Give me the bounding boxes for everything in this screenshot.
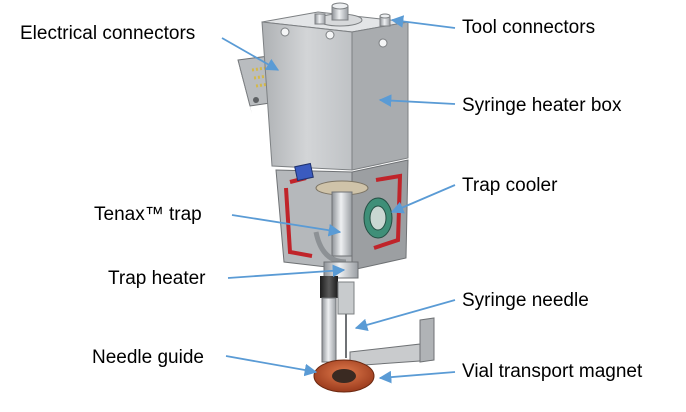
label-trap-cooler: Trap cooler [462,175,558,196]
label-syringe-heater-box: Syringe heater box [462,95,622,116]
lower-assembly [313,276,435,393]
leader-electrical-connectors [221,37,280,71]
leader-tenax-trap [231,214,342,237]
leader-trap-heater [227,264,346,279]
leader-tool-connectors [390,15,456,29]
tool-connectors [314,2,391,27]
label-electrical-connectors: Electrical connectors [20,23,196,44]
leader-syringe-needle [354,299,456,331]
label-tenax-trap: Tenax™ trap [94,204,202,225]
label-trap-heater: Trap heater [108,268,206,289]
label-syringe-needle: Syringe needle [462,290,589,311]
label-needle-guide: Needle guide [92,347,204,368]
leader-trap-cooler [390,184,456,214]
syringe-heater-box [261,11,409,171]
trap-housing [275,159,409,279]
trap-cooler-fan [363,197,393,239]
leader-vial-transport-magnet [378,370,456,384]
leader-lines [221,15,456,384]
label-tool-connectors: Tool connectors [462,17,596,38]
label-vial-transport-magnet: Vial transport magnet [462,361,643,382]
leader-syringe-heater-box [378,94,456,107]
leader-needle-guide [225,355,318,377]
